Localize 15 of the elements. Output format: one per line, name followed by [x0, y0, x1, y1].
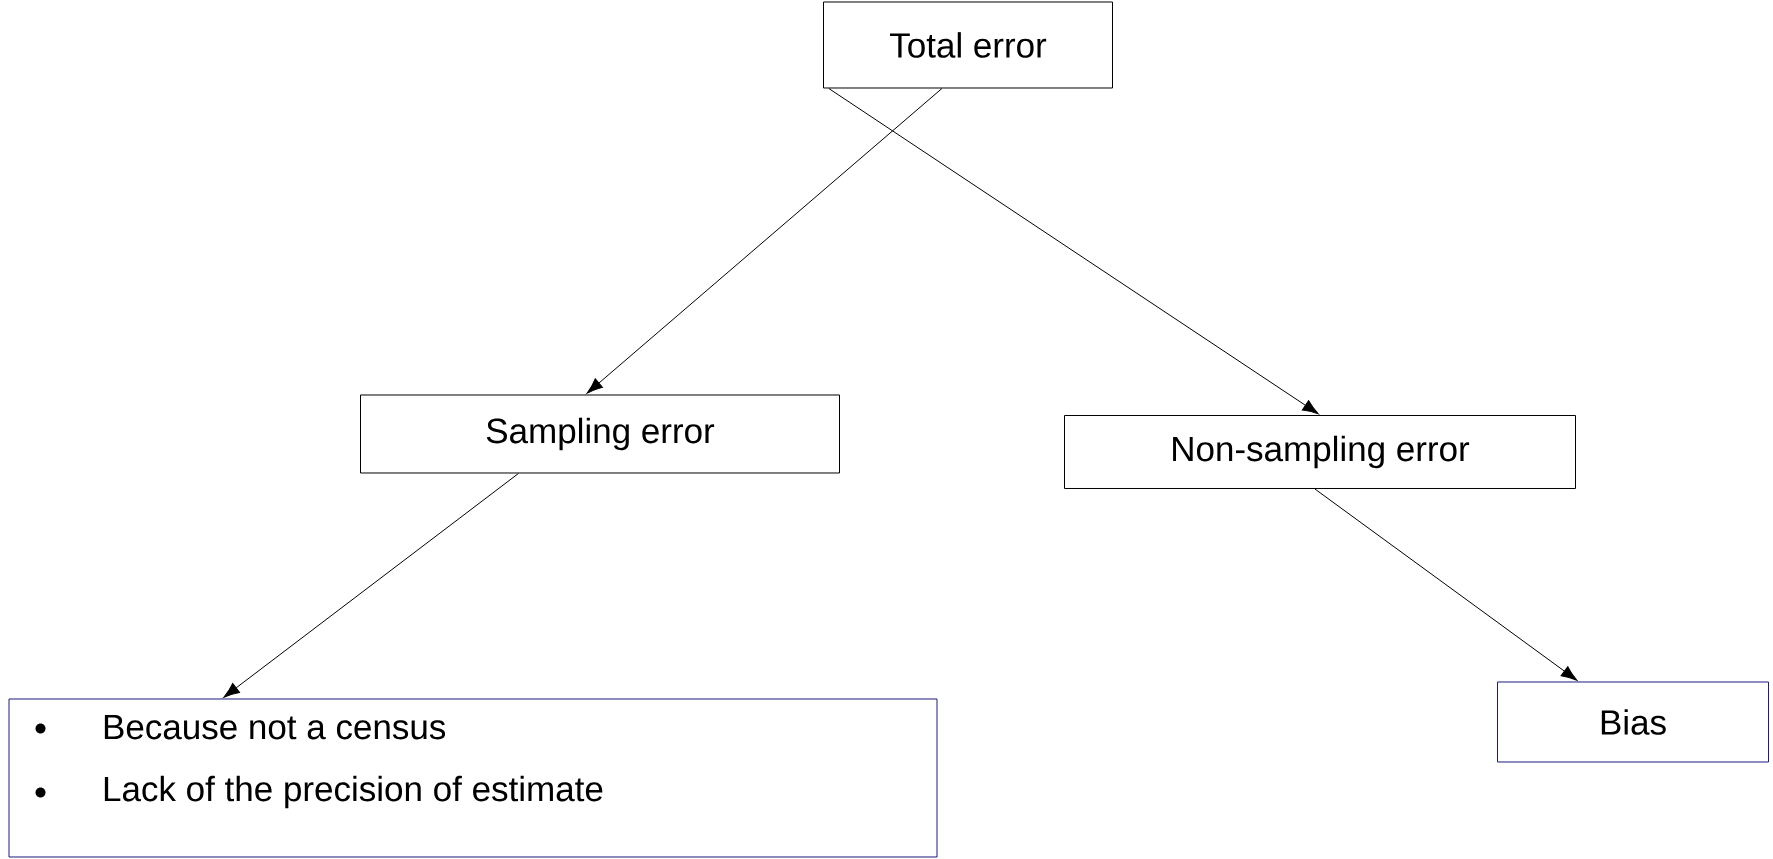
box	[360, 394, 840, 474]
arrow	[828, 88, 1319, 415]
arrow	[586, 88, 943, 394]
box-label: Non-sampling error	[1173, 435, 1470, 469]
arrow	[1314, 488, 1578, 681]
box	[823, 1, 1113, 89]
box-label: Bias	[1601, 709, 1666, 735]
list-box	[8, 698, 938, 858]
box-label: Sampling error	[486, 417, 715, 451]
list-item: Because not a census	[104, 715, 446, 740]
box-label: Total error	[890, 32, 1047, 58]
list-item: Lack of the precision of estimate	[104, 775, 603, 809]
box	[1064, 415, 1576, 489]
arrow	[223, 473, 519, 698]
box	[1497, 681, 1769, 763]
